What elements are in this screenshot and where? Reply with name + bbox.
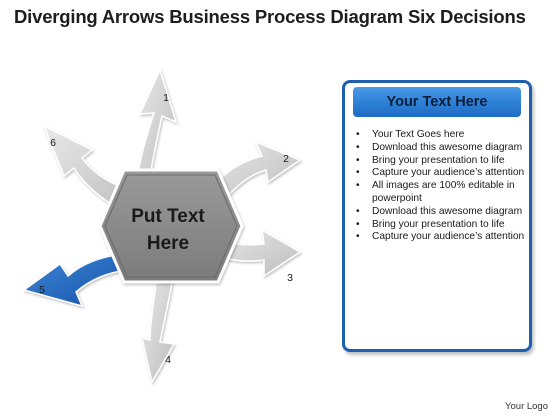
diverging-arrows-diagram: Put Text Here 1 2 3 4 5 6 — [22, 67, 302, 385]
arrow-1 — [137, 67, 178, 177]
list-item: Download this awesome diagram — [355, 206, 527, 219]
list-item: All images are 100% editable in powerpoi… — [355, 180, 527, 206]
list-item: Your Text Goes here — [355, 129, 527, 142]
list-item: Capture your audience’s attention — [355, 231, 527, 244]
arrow-number-2: 2 — [283, 153, 289, 165]
arrow-number-3: 3 — [287, 272, 293, 284]
center-hexagon — [98, 168, 244, 284]
logo-text: Your Logo — [505, 401, 548, 412]
arrow-5 — [22, 253, 129, 308]
arrow-number-4: 4 — [165, 354, 171, 366]
arrow-4 — [140, 281, 176, 385]
page-title: Diverging Arrows Business Process Diagra… — [14, 6, 526, 27]
center-hexagon-inner-border — [104, 174, 238, 278]
panel-header: Your Text Here — [353, 87, 521, 117]
list-item: Bring your presentation to life — [355, 219, 527, 232]
arrow-number-1: 1 — [163, 92, 169, 104]
list-item: Capture your audience’s attention — [355, 167, 527, 180]
panel-bullet-list: Your Text Goes here Download this awesom… — [355, 129, 527, 244]
arrow-number-5: 5 — [39, 284, 45, 296]
center-text-line1: Put Text — [131, 206, 205, 227]
center-text-line2: Here — [147, 233, 189, 254]
arrow-number-6: 6 — [50, 137, 56, 149]
text-panel: Your Text Here Your Text Goes here Downl… — [342, 80, 532, 352]
list-item: Download this awesome diagram — [355, 142, 527, 155]
list-item: Bring your presentation to life — [355, 155, 527, 168]
